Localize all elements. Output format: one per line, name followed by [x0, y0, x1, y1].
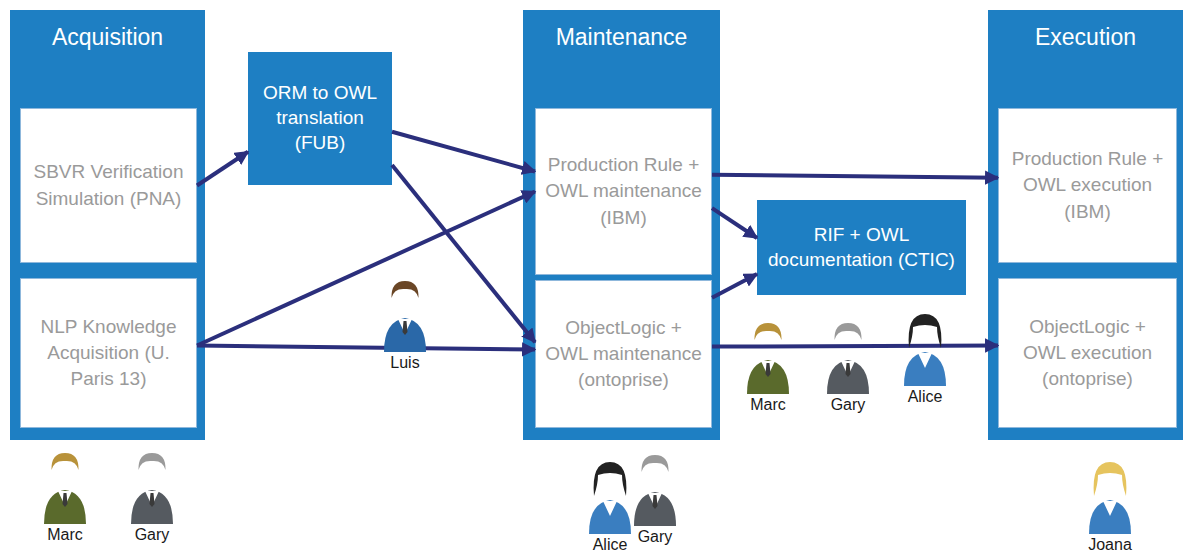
person-icon — [131, 453, 173, 524]
person-icon — [827, 323, 869, 394]
flow-arrow — [392, 132, 535, 172]
column-heading: Acquisition — [10, 10, 205, 52]
person-name: Luis — [387, 354, 422, 372]
box-text: SBVR Verification Simulation (PNA) — [29, 159, 188, 211]
tool-box: Production Rule + OWL maintenance (IBM) — [535, 108, 712, 275]
tool-box: ObjectLogic + OWL execution (ontoprise) — [998, 278, 1177, 428]
process-box: ORM to OWL translation (FUB) — [248, 52, 392, 185]
column-heading: Maintenance — [523, 10, 720, 52]
person-name: Gary — [828, 396, 869, 414]
flow-arrow — [197, 346, 535, 350]
process-box: RIF + OWL documentation (CTIC) — [757, 200, 966, 295]
flow-arrow — [712, 175, 998, 178]
person-name: Marc — [747, 396, 789, 414]
person-name: Alice — [905, 388, 946, 406]
tool-box: ObjectLogic + OWL maintenance (ontoprise… — [535, 280, 712, 428]
flow-arrow — [712, 346, 998, 347]
flow-arrow — [197, 192, 535, 346]
phase-column: ExecutionProduction Rule + OWL execution… — [988, 10, 1183, 440]
phase-column: MaintenanceProduction Rule + OWL mainten… — [523, 10, 720, 440]
flow-arrow — [712, 208, 757, 238]
flow-arrow — [197, 152, 248, 186]
flow-arrow — [392, 165, 535, 342]
tool-box: NLP Knowledge Acquisition (U. Paris 13) — [20, 278, 197, 428]
person-icon — [44, 453, 86, 524]
person-name: Gary — [132, 526, 173, 544]
column-heading: Execution — [988, 10, 1183, 52]
tool-box: SBVR Verification Simulation (PNA) — [20, 108, 197, 263]
tool-box: Production Rule + OWL execution (IBM) — [998, 108, 1177, 263]
person-icon — [589, 462, 631, 534]
person-icon — [747, 323, 789, 394]
person-name: Joana — [1085, 536, 1135, 554]
box-text: ORM to OWL translation (FUB) — [256, 81, 384, 155]
box-text: Production Rule + OWL maintenance (IBM) — [544, 152, 703, 231]
person-name: Marc — [44, 526, 86, 544]
person-icon — [1089, 462, 1131, 534]
box-text: ObjectLogic + OWL maintenance (ontoprise… — [544, 315, 703, 394]
person-icon — [904, 314, 946, 386]
box-text: Production Rule + OWL execution (IBM) — [1007, 146, 1168, 225]
box-text: RIF + OWL documentation (CTIC) — [765, 223, 958, 272]
person-name: Gary — [635, 528, 676, 546]
box-text: NLP Knowledge Acquisition (U. Paris 13) — [29, 314, 188, 393]
flow-arrow — [712, 274, 757, 298]
person-name: Alice — [590, 536, 631, 554]
person-icon — [384, 281, 426, 352]
box-text: ObjectLogic + OWL execution (ontoprise) — [1007, 314, 1168, 393]
person-icon — [634, 455, 676, 526]
phase-column: AcquisitionSBVR Verification Simulation … — [10, 10, 205, 440]
